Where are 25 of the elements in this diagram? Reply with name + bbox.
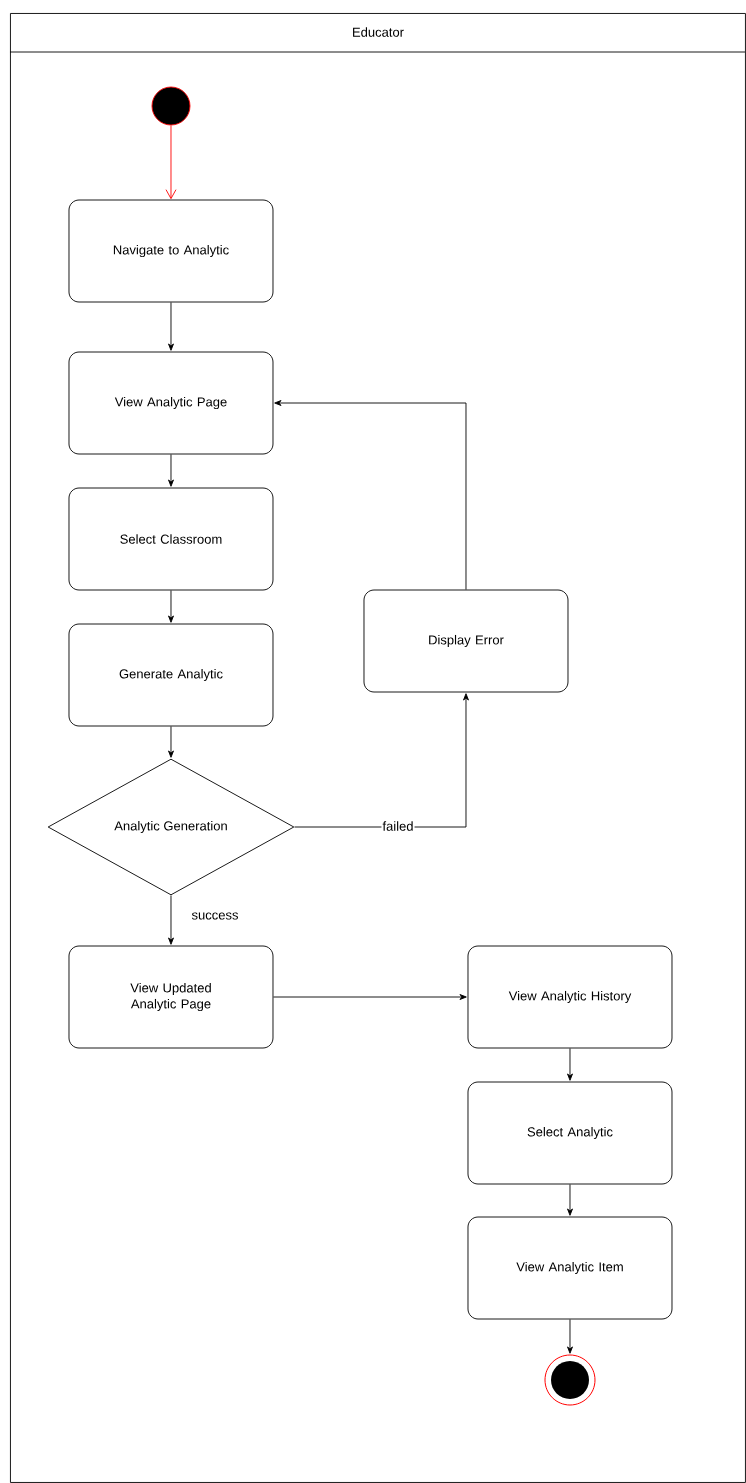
activity-box: View Analytic Item	[467, 1216, 673, 1320]
activity-box: View Updated Analytic Page	[68, 945, 274, 1049]
activity-box: Generate Analytic	[68, 623, 274, 727]
activity-box: Navigate to Analytic	[68, 199, 274, 303]
activity-box: Display Error	[363, 589, 569, 693]
arrow	[168, 726, 174, 758]
edge-label: success	[190, 911, 240, 921]
activity-box: View Analytic Page	[68, 351, 274, 455]
arrow	[567, 1319, 573, 1354]
activity-box: Select Classroom	[68, 487, 274, 591]
arrow	[168, 454, 174, 487]
edge-label: failed	[381, 820, 415, 832]
activity-box: Select Analytic	[467, 1081, 673, 1185]
arrow	[273, 994, 467, 1000]
arrow	[168, 302, 174, 351]
arrow	[567, 1048, 573, 1081]
arrow	[168, 590, 174, 623]
end-circle	[544, 1354, 596, 1406]
arrow	[274, 400, 467, 590]
arrow	[294, 693, 469, 828]
arrow	[567, 1184, 573, 1216]
arrow	[165, 125, 177, 200]
activity-box: View Analytic History	[467, 945, 673, 1049]
start-circle	[151, 86, 191, 126]
arrow	[168, 895, 174, 945]
